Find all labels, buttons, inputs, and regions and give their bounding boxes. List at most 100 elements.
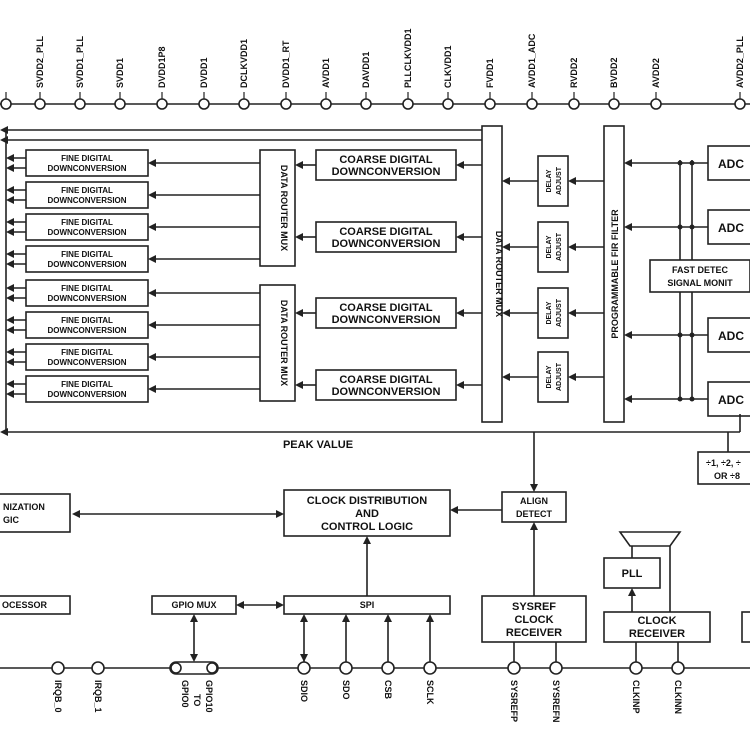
- bottom-pin-label: CSB: [383, 680, 393, 700]
- fine-ddc-label-line-2: DOWNCONVERSION: [47, 228, 126, 237]
- fine-ddc-label-line-1: FINE DIGITAL: [61, 218, 113, 227]
- arrow-head: [6, 316, 14, 324]
- signal-pin: [339, 661, 353, 675]
- adc-label: ADC: [718, 221, 744, 235]
- fine-ddc-label-line-1: FINE DIGITAL: [61, 284, 113, 293]
- arrow-head: [300, 654, 308, 662]
- arrow-head: [450, 506, 458, 514]
- coarse-ddc-block: [315, 297, 457, 329]
- synchronization-logic-block: [0, 493, 71, 533]
- fine-ddc-block: [25, 213, 149, 241]
- arrow-head: [384, 614, 392, 622]
- arrow-head: [148, 191, 156, 199]
- arrow-head: [624, 223, 632, 231]
- arrow-head: [568, 309, 576, 317]
- arrow-head: [148, 321, 156, 329]
- arrow-head: [6, 250, 14, 258]
- arrow-head: [6, 196, 14, 204]
- signal-pin: [629, 661, 643, 675]
- arrow-head: [6, 186, 14, 194]
- signal-pin: [91, 661, 105, 675]
- bottom-pin-label: SYSREFN: [551, 680, 561, 723]
- arrow-head: [426, 614, 434, 622]
- fine-ddc-block: [25, 279, 149, 307]
- arrow-head: [456, 381, 464, 389]
- coarse-ddc-label-line-2: DOWNCONVERSION: [332, 166, 441, 178]
- arrow-head: [6, 284, 14, 292]
- arrow-head: [276, 510, 284, 518]
- arrow-head: [6, 348, 14, 356]
- arrow-head: [6, 326, 14, 334]
- signal-pin: [381, 661, 395, 675]
- top-pin-label: RVDD2: [569, 58, 579, 88]
- fine-ddc-label-line-1: FINE DIGITAL: [61, 380, 113, 389]
- delay-adjust-line-2: ADJUST: [556, 232, 563, 261]
- delay-adjust-block: [537, 351, 569, 403]
- arrow-head: [148, 289, 156, 297]
- arrow-head: [6, 154, 14, 162]
- top-pin-label: SVDD2_PLL: [35, 35, 45, 88]
- clock-receiver-block: [603, 611, 711, 643]
- arrow-head: [276, 601, 284, 609]
- top-pin-label: PLLCLKVDD1: [403, 28, 413, 88]
- power-pin: [198, 98, 210, 110]
- power-pin: [484, 98, 496, 110]
- arrow-head: [628, 588, 636, 596]
- top-pin-label: DVDD1P8: [157, 46, 167, 88]
- fine-ddc-label-line-1: FINE DIGITAL: [61, 186, 113, 195]
- arrow-head: [6, 218, 14, 226]
- gpio-pin-bus: [169, 661, 219, 675]
- fine-ddc-label-line-1: FINE DIGITAL: [61, 348, 113, 357]
- fine-ddc-label-line-1: FINE DIGITAL: [61, 316, 113, 325]
- arrow-head: [530, 484, 538, 492]
- coarse-ddc-label-line-2: DOWNCONVERSION: [332, 238, 441, 250]
- processor-label: OCESSOR: [2, 600, 48, 610]
- bottom-pin-label: SDIO: [299, 680, 309, 702]
- top-pin-label: SVDD1_PLL: [75, 35, 85, 88]
- coarse-ddc-label-line-2: DOWNCONVERSION: [332, 386, 441, 398]
- arrow-head: [6, 228, 14, 236]
- power-pin: [568, 98, 580, 110]
- delay-adjust-block: [537, 287, 569, 339]
- bottom-pin-label: TO: [192, 694, 202, 706]
- bottom-pin-label: SDO: [341, 680, 351, 700]
- power-pin: [608, 98, 620, 110]
- arrow-head: [0, 136, 8, 144]
- bottom-pin-label: IRQB_0: [53, 680, 63, 713]
- power-pin: [360, 98, 372, 110]
- fast-detect-block: [649, 259, 750, 293]
- arrow-head: [190, 654, 198, 662]
- coarse-ddc-label-line-1: COARSE DIGITAL: [339, 226, 433, 238]
- delay-adjust-line-1: DELAY: [546, 169, 553, 192]
- arrow-head: [6, 164, 14, 172]
- arrow-head: [363, 536, 371, 544]
- fine-ddc-label-line-2: DOWNCONVERSION: [47, 164, 126, 173]
- arrow-head: [568, 243, 576, 251]
- power-pin: [526, 98, 538, 110]
- arrow-head: [530, 522, 538, 530]
- sysref-line-3: RECEIVER: [506, 627, 562, 639]
- power-pin: [0, 98, 12, 110]
- fine-ddc-block: [25, 149, 149, 177]
- processor-block: [0, 595, 71, 615]
- gpio-mux-label: GPIO MUX: [171, 600, 216, 610]
- fir-filter-label: PROGRAMMABLE FIR FILTER: [610, 209, 620, 339]
- power-pin: [734, 98, 746, 110]
- fine-ddc-block: [25, 181, 149, 209]
- top-pin-label: DVDD1: [199, 57, 209, 88]
- arrow-head: [502, 373, 510, 381]
- signal-pin: [671, 661, 685, 675]
- arrow-head: [148, 255, 156, 263]
- arrow-head: [6, 294, 14, 302]
- delay-adjust-line-1: DELAY: [546, 301, 553, 324]
- delay-adjust-line-2: ADJUST: [556, 298, 563, 327]
- power-pin: [114, 98, 126, 110]
- top-pin-label: DAVDD1: [361, 52, 371, 88]
- router-mux-main-label: DATA ROUTER MUX: [494, 231, 504, 317]
- arrow-head: [568, 177, 576, 185]
- gpio-pin-start: [170, 662, 182, 674]
- signal-pin: [297, 661, 311, 675]
